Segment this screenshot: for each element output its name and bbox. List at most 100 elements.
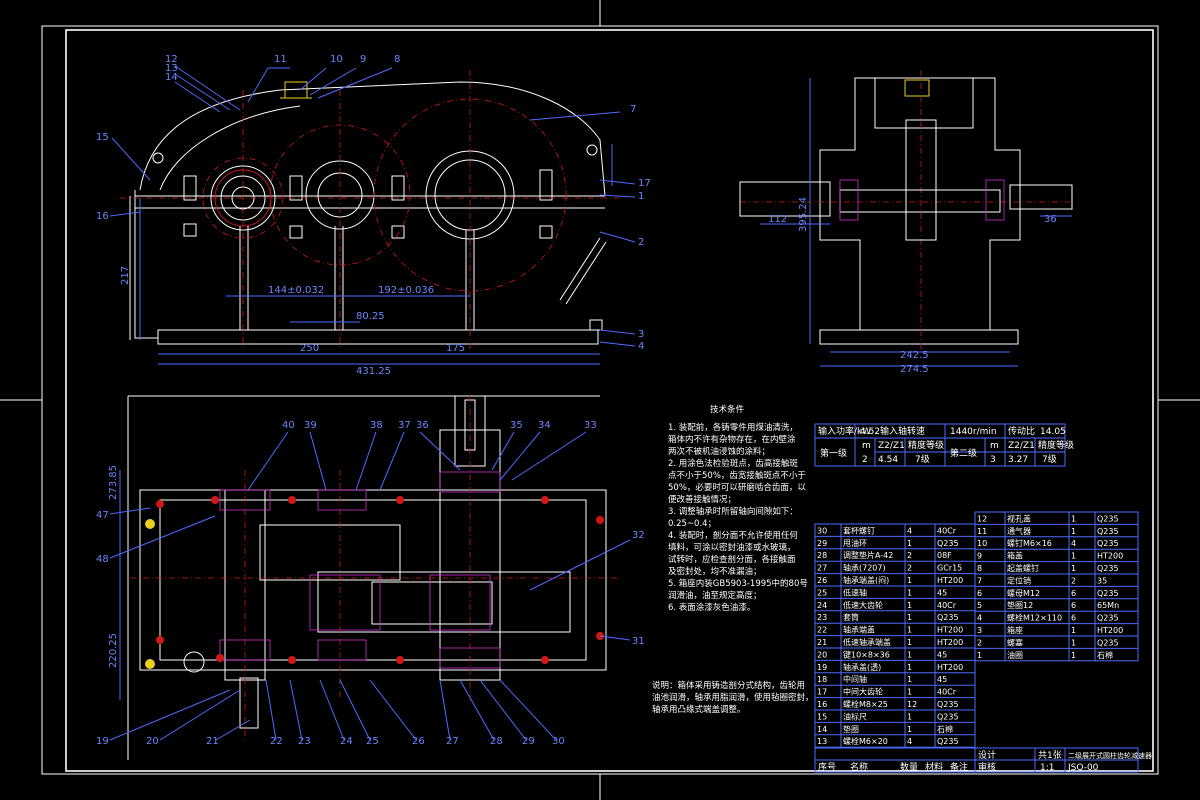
tech-line: 试转时，应检查剖分面，各接触面 (668, 554, 796, 565)
balloon-14: 14 (165, 72, 178, 83)
bom-cell: 25 (817, 588, 827, 597)
tech-line: 箱体内不许有杂物存在，在内壁涂 (668, 434, 796, 445)
bom-cell: Q235 (937, 737, 959, 746)
balloon-36: 36 (416, 420, 429, 431)
bom-cell: HT200 (937, 663, 963, 672)
tb-remark: 备注 (950, 761, 968, 773)
bom-cell: 螺母M12 (1007, 588, 1040, 598)
tb-qty: 数量 (900, 761, 918, 773)
balloon-47: 47 (96, 510, 109, 521)
spec-header: 14.05 (1040, 427, 1066, 437)
balloon-13: 13 (165, 63, 178, 74)
bom-cell: 15 (817, 712, 827, 721)
bom-cell: Q235 (937, 700, 959, 709)
tech-line: 3. 调整轴承时所留轴向间隙如下： (668, 506, 798, 517)
tb-sheet: 共1张 (1038, 750, 1062, 761)
bom-cell: 轴承端盖 (843, 625, 875, 635)
bom-cell: 2 (977, 638, 982, 647)
note-line: 轴承用凸缘式端盖调整。 (652, 704, 746, 715)
bom-cell: 5 (977, 601, 982, 610)
dim-395: 395.24 (798, 197, 809, 232)
bom-cell: 低速轴承端盖 (843, 637, 891, 647)
bom-cell: 26 (817, 576, 827, 585)
spec-header: 1440r/min (950, 427, 997, 437)
dim-220b: 220.25 (108, 633, 119, 668)
bom-cell: 4 (977, 614, 982, 623)
balloon-38: 38 (370, 420, 383, 431)
spec-stage2: 第二级 (950, 447, 977, 459)
balloon-39: 39 (304, 420, 317, 431)
bom-cell: 1 (907, 626, 912, 635)
tech-line: 0.25~0.4； (668, 519, 716, 529)
balloon-22: 22 (270, 736, 283, 747)
spec-header: 输入功率/kW (818, 425, 871, 437)
bom-cell: HT200 (1097, 552, 1123, 561)
bom-cell: 21 (817, 638, 827, 647)
bom-cell: 6 (1071, 601, 1076, 610)
bom-cell: 45 (937, 650, 947, 659)
tech-line: 润滑油，油至规定高度； (668, 590, 762, 601)
bom-cell: 视孔盖 (1007, 513, 1031, 523)
tech-line: 两次不被机油浸蚀的涂料； (668, 446, 770, 457)
title-block: 序号 名称 数量 材料 备注 设计 审核 共1张 1:1 二级展开式圆柱齿轮减速… (814, 747, 1152, 773)
spec-header: 传动比 (1008, 425, 1035, 437)
gear-spec-table: 输入功率/kW 4.52 输入轴转速 1440r/min 传动比 14.05 第… (814, 423, 1074, 467)
balloon-31: 31 (632, 636, 645, 647)
bom-cell: 28 (817, 551, 827, 560)
bom-cell: 13 (817, 737, 827, 746)
balloon-1: 1 (638, 191, 644, 202)
bom-cell: HT200 (1097, 626, 1123, 635)
bom-cell: 1 (907, 650, 912, 659)
bom-cell: 套杯螺钉 (843, 525, 875, 535)
bom-cell: 低速轴 (843, 587, 867, 597)
dim-273: 273.85 (108, 465, 119, 500)
balloon-32: 32 (632, 530, 645, 541)
bom-cell: 2 (1071, 576, 1076, 585)
balloon-29: 29 (522, 736, 535, 747)
bom-cell: Q235 (937, 712, 959, 721)
dim-36: 36 (1044, 214, 1057, 225)
bom-cell: 65Mn (1097, 601, 1119, 610)
balloon-35: 35 (510, 420, 523, 431)
bom-cell: 6 (1071, 614, 1076, 623)
balloon-15: 15 (96, 132, 109, 143)
bom-cell: 9 (977, 552, 982, 561)
spec-stage1: 7级 (915, 453, 930, 465)
bom-cell: 石棉 (1097, 650, 1113, 660)
spec-sub: 精度等级 (1038, 439, 1074, 451)
balloon-11: 11 (274, 54, 287, 65)
bom-cell: 起盖螺钉 (1007, 563, 1039, 573)
tb-checker: 审核 (978, 761, 996, 773)
balloon-26: 26 (412, 736, 425, 747)
bom-cell: 17 (817, 688, 827, 697)
tb-drawing-no: JSQ-00 (1067, 763, 1099, 773)
balloon-21: 21 (206, 736, 219, 747)
bom-cell: HT200 (937, 576, 963, 585)
bom-cell: Q235 (937, 613, 959, 622)
dim-217: 217 (120, 266, 131, 285)
bom-cell: 19 (817, 663, 827, 672)
balloon-33: 33 (584, 420, 597, 431)
bom-cell: 螺塞 (1007, 637, 1023, 647)
spec-stage2: 7级 (1042, 453, 1057, 465)
bom-cell: 45 (937, 588, 947, 597)
bom-cell: 1 (907, 588, 912, 597)
bom-cell: Q235 (1097, 564, 1119, 573)
spec-stage2: 3.27 (1008, 455, 1028, 465)
balloon-37: 37 (398, 420, 411, 431)
tb-seq: 序号 (818, 761, 836, 773)
bom-cell: 14 (817, 725, 827, 734)
bom-cell: 6 (1071, 589, 1076, 598)
balloon-2: 2 (638, 237, 644, 248)
dim-80: 80.25 (356, 311, 385, 322)
dim-total: 431.25 (356, 366, 391, 377)
balloon-9: 9 (360, 54, 366, 65)
bom-cell: 低速大齿轮 (843, 600, 883, 610)
bom-cell: 23 (817, 613, 827, 622)
bom-cell: 40Cr (937, 688, 957, 697)
bom-cell: 1 (1071, 626, 1076, 635)
bom-cell: 08F (937, 551, 952, 560)
balloon-12: 12 (165, 54, 178, 65)
bom-cell: Q235 (1097, 539, 1119, 548)
